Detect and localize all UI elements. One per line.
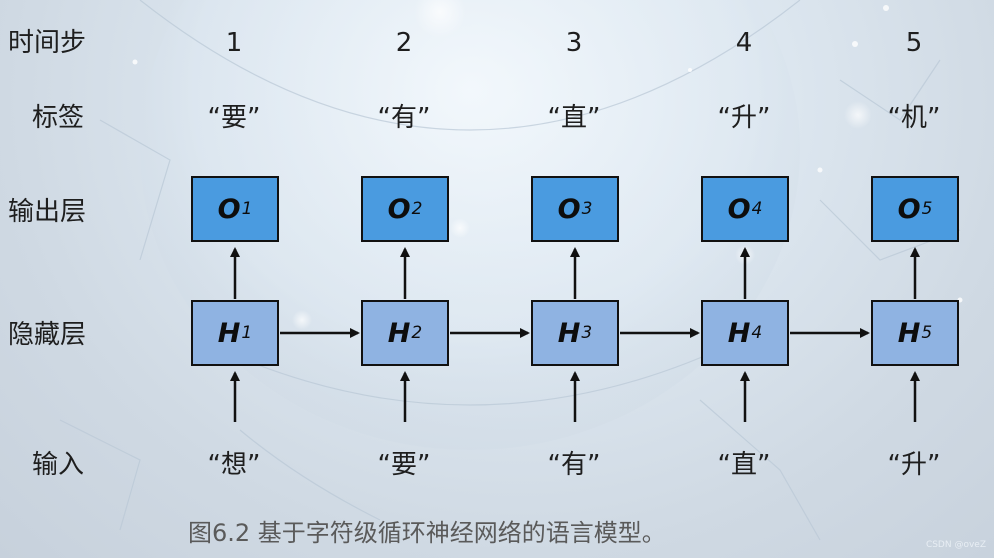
input-char-1: “想” — [207, 450, 261, 480]
output-node-4-subscript: 4 — [751, 199, 763, 219]
hidden-node-4-symbol: H — [727, 317, 751, 349]
label-char-1: “要” — [207, 103, 261, 133]
row-label-output-layer: 输出层 — [8, 197, 87, 227]
label-char-5: “机” — [887, 103, 941, 133]
output-node-1-symbol: O — [217, 193, 241, 225]
time-step-4: 4 — [735, 28, 753, 58]
hidden-node-3-subscript: 3 — [581, 323, 593, 343]
output-node-2-subscript: 2 — [411, 199, 423, 219]
row-label-label: 标签 — [32, 103, 85, 133]
output-node-5-symbol: O — [897, 193, 921, 225]
hidden-node-4-subscript: 4 — [751, 323, 763, 343]
hidden-node-3-symbol: H — [557, 317, 581, 349]
input-char-4: “直” — [717, 450, 771, 480]
watermark: CSDN @oveZ — [925, 540, 986, 550]
time-step-3: 3 — [565, 28, 583, 58]
input-char-5: “升” — [887, 450, 941, 480]
label-char-4: “升” — [717, 103, 771, 133]
hidden-node-1-symbol: H — [217, 317, 241, 349]
hidden-node-5-subscript: 5 — [921, 323, 933, 343]
row-label-time-step: 时间步 — [8, 28, 87, 58]
time-step-1: 1 — [225, 28, 243, 58]
label-char-2: “有” — [377, 103, 431, 133]
hidden-node-1-subscript: 1 — [241, 323, 253, 343]
input-char-3: “有” — [547, 450, 601, 480]
row-label-hidden-layer: 隐藏层 — [8, 320, 87, 350]
hidden-node-2-subscript: 2 — [411, 323, 423, 343]
figure-caption: 图6.2 基于字符级循环神经网络的语言模型。 — [188, 519, 666, 547]
output-node-3-subscript: 3 — [581, 199, 593, 219]
row-label-input: 输入 — [32, 450, 85, 480]
time-step-5: 5 — [905, 28, 923, 58]
output-node-4-symbol: O — [727, 193, 751, 225]
output-node-1-subscript: 1 — [241, 199, 253, 219]
time-step-2: 2 — [395, 28, 413, 58]
output-node-2-symbol: O — [387, 193, 411, 225]
hidden-node-2-symbol: H — [387, 317, 411, 349]
input-char-2: “要” — [377, 450, 431, 480]
output-node-3-symbol: O — [557, 193, 581, 225]
output-node-5-subscript: 5 — [921, 199, 933, 219]
label-char-3: “直” — [547, 103, 601, 133]
hidden-node-5-symbol: H — [897, 317, 921, 349]
